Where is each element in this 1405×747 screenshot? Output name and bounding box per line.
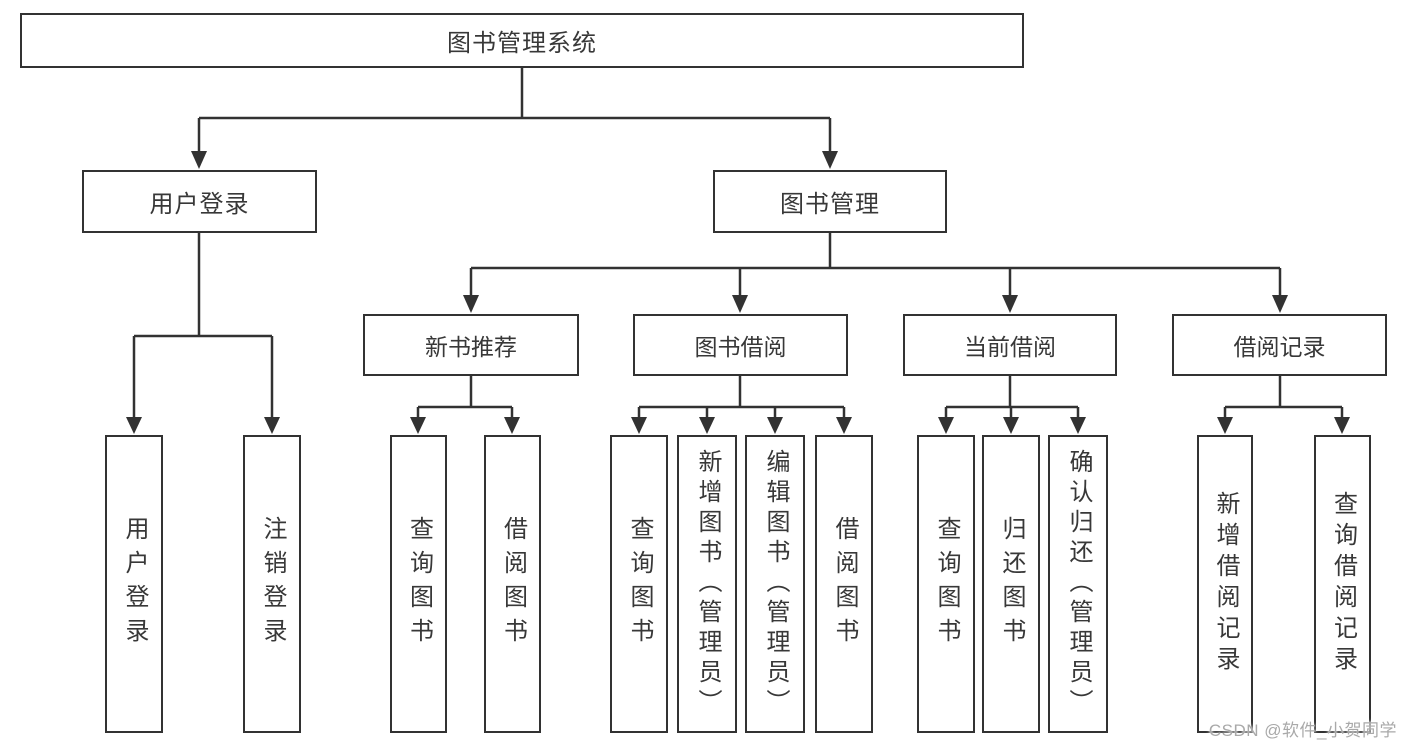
- leaf-label: 借阅图书: [499, 516, 527, 652]
- node-new-book-recommend: 新书推荐: [363, 314, 579, 376]
- leaf-label: 新增借阅记录: [1212, 491, 1239, 677]
- leaf-newbook-query-book: 查询图书: [390, 435, 447, 733]
- leaf-label: 查询图书: [626, 516, 653, 652]
- leaf-logout: 注销登录: [243, 435, 301, 733]
- leaf-label: 注销登录: [259, 516, 286, 652]
- leaf-label: 编辑图书（管理员）: [762, 449, 789, 719]
- node-borrow-records: 借阅记录: [1172, 314, 1387, 376]
- leaf-user-login: 用户登录: [105, 435, 163, 733]
- leaf-label: 查询借阅记录: [1329, 491, 1357, 677]
- leaf-add-borrow-record: 新增借阅记录: [1197, 435, 1253, 733]
- watermark: CSDN @软件_小贺同学: [1208, 721, 1397, 740]
- node-root-library-system: 图书管理系统: [20, 13, 1024, 68]
- leaf-add-book-admin: 新增图书（管理员）: [677, 435, 737, 733]
- leaf-edit-book-admin: 编辑图书（管理员）: [745, 435, 805, 733]
- leaf-label: 确认归还（管理员）: [1065, 449, 1092, 719]
- arrowhead-icons: [126, 151, 1350, 434]
- leaf-label: 查询图书: [405, 516, 433, 652]
- leaf-label: 归还图书: [998, 516, 1025, 652]
- leaf-return-book: 归还图书: [982, 435, 1040, 733]
- leaf-label: 用户登录: [121, 516, 148, 652]
- node-current-borrow: 当前借阅: [903, 314, 1117, 376]
- leaf-query-borrow-record: 查询借阅记录: [1314, 435, 1371, 733]
- leaf-label: 借阅图书: [831, 516, 858, 652]
- leaf-current-query-book: 查询图书: [917, 435, 975, 733]
- node-user-login: 用户登录: [82, 170, 317, 233]
- leaf-label: 新增图书（管理员）: [694, 449, 721, 719]
- node-book-management: 图书管理: [713, 170, 947, 233]
- node-book-borrow: 图书借阅: [633, 314, 848, 376]
- connector-edges: [132, 68, 1344, 417]
- leaf-confirm-return-admin: 确认归还（管理员）: [1048, 435, 1108, 733]
- leaf-borrow-book: 借阅图书: [815, 435, 873, 733]
- leaf-borrow-query-book: 查询图书: [610, 435, 668, 733]
- leaf-label: 查询图书: [933, 516, 960, 652]
- leaf-newbook-borrow-book: 借阅图书: [484, 435, 541, 733]
